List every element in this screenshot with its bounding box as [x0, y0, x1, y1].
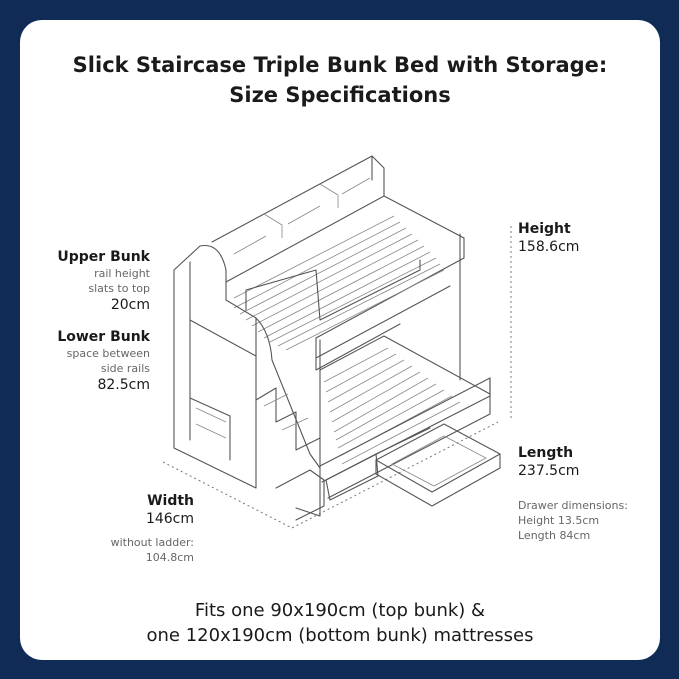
drawer-heading: Drawer dimensions:	[518, 499, 628, 512]
title-line-1: Slick Staircase Triple Bunk Bed with Sto…	[72, 53, 608, 77]
width-note-1: without ladder:	[110, 536, 194, 549]
length-value: 237.5cm	[518, 463, 580, 479]
bunk-bed-illustration-icon	[162, 155, 512, 529]
lower-bunk-spec: Lower Bunk space between side rails 82.5…	[57, 328, 150, 395]
lower-bunk-value: 82.5cm	[97, 377, 150, 393]
upper-bunk-value: 20cm	[110, 297, 150, 313]
width-heading: Width	[147, 493, 194, 509]
lower-bunk-heading: Lower Bunk	[57, 329, 150, 345]
height-value: 158.6cm	[518, 239, 580, 255]
width-note-2: 104.8cm	[145, 551, 194, 564]
drawer-spec: Drawer dimensions: Height 13.5cm Length …	[518, 498, 628, 543]
upper-bunk-desc-1: rail height	[94, 267, 150, 280]
lower-bunk-desc-2: side rails	[100, 362, 150, 375]
width-value: 146cm	[145, 511, 194, 527]
title-line-2: Size Specifications	[229, 83, 451, 107]
upper-bunk-spec: Upper Bunk rail height slats to top 20cm	[57, 248, 150, 315]
length-spec: Length 237.5cm	[518, 444, 579, 481]
mattress-fit-note: Fits one 90x190cm (top bunk) & one 120x1…	[20, 598, 660, 648]
width-spec: Width 146cm without ladder: 104.8cm	[111, 492, 194, 565]
height-spec: Height 158.6cm	[518, 220, 579, 257]
upper-bunk-heading: Upper Bunk	[57, 249, 150, 265]
drawer-height: Height 13.5cm	[518, 514, 600, 527]
upper-bunk-desc-2: slats to top	[88, 282, 150, 295]
footer-line-2: one 120x190cm (bottom bunk) mattresses	[146, 625, 534, 646]
spec-card: Slick Staircase Triple Bunk Bed with Sto…	[20, 20, 660, 660]
length-heading: Length	[518, 445, 574, 461]
footer-line-1: Fits one 90x190cm (top bunk) &	[194, 600, 486, 621]
page-title: Slick Staircase Triple Bunk Bed with Sto…	[20, 50, 660, 110]
drawer-length: Length 84cm	[518, 529, 591, 542]
height-heading: Height	[518, 221, 571, 237]
lower-bunk-desc-1: space between	[66, 347, 150, 360]
